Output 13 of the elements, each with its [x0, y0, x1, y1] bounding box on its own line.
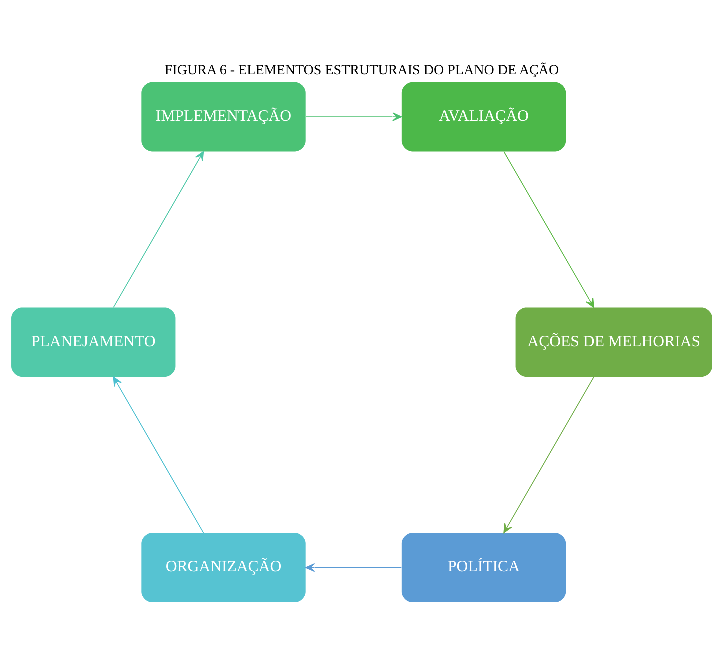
node-box: ORGANIZAÇÃO: [142, 532, 306, 602]
arrow: [113, 376, 204, 534]
arrow: [504, 150, 594, 308]
node-box: PLANEJAMENTO: [12, 307, 176, 377]
arrow: [113, 150, 204, 308]
diagram-title: FIGURA 6 - ELEMENTOS ESTRUTURAIS DO PLANO DE AÇÃO: [164, 62, 560, 78]
arrow: [504, 376, 595, 533]
arrow: [306, 112, 402, 121]
node-box: IMPLEMENTAÇÃO: [142, 82, 306, 152]
arrow: [306, 562, 402, 572]
node-box: AVALIAÇÃO: [402, 82, 566, 152]
node-box: POLÍTICA: [402, 532, 566, 602]
node-box: AÇÕES DE MELHORIAS: [516, 307, 712, 377]
